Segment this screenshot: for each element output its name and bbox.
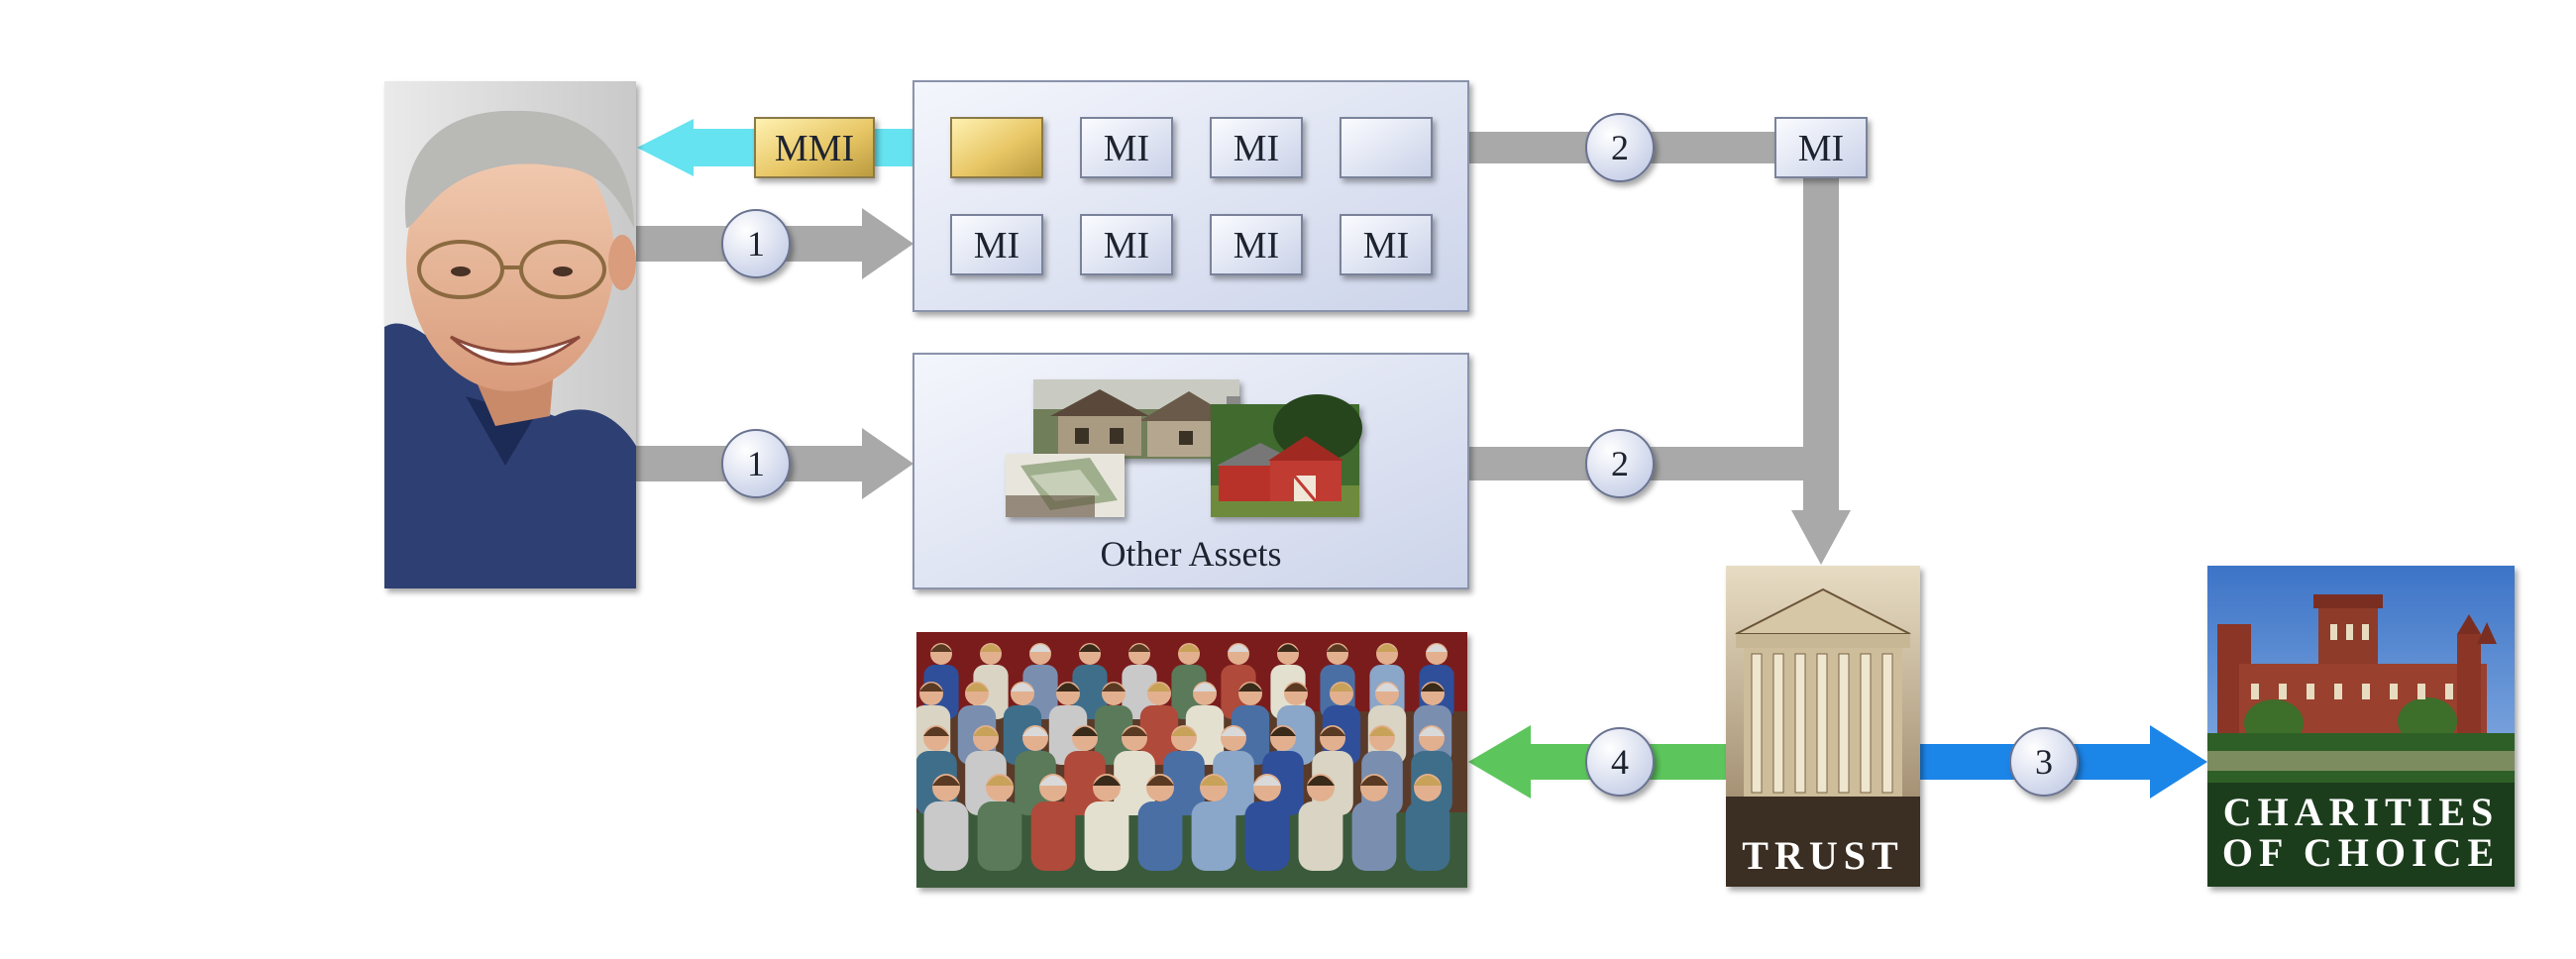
family-member — [1185, 682, 1225, 765]
svg-text:2: 2 — [1611, 444, 1629, 483]
family-member — [1094, 682, 1133, 765]
step-circle-4: 4 — [1585, 727, 1655, 797]
trust-column — [1881, 653, 1893, 794]
castle-window — [2307, 684, 2314, 699]
trust-label: TRUST — [1742, 833, 1903, 878]
svg-text:3: 3 — [2035, 742, 2053, 782]
family-member — [1114, 725, 1155, 815]
charities-label-line1: CHARITIES — [2223, 790, 2500, 834]
family-member — [923, 774, 969, 871]
family-member — [1122, 643, 1157, 719]
svg-text:MI: MI — [1363, 225, 1409, 266]
mi-token: MI — [1210, 214, 1303, 275]
family-member — [1084, 774, 1129, 871]
svg-text:2: 2 — [1611, 128, 1629, 167]
family-member — [1072, 643, 1108, 719]
family-member — [1139, 682, 1179, 765]
other-assets-label: Other Assets — [1101, 534, 1282, 574]
family-member — [1405, 774, 1450, 871]
svg-text:MI: MI — [1104, 128, 1149, 169]
step-circle-3: 3 — [2009, 727, 2079, 797]
svg-text:MI: MI — [1234, 128, 1279, 169]
castle-window — [2445, 684, 2453, 699]
family-member — [1351, 774, 1397, 871]
charities-picture — [2207, 566, 2515, 887]
family-member — [1048, 682, 1088, 765]
mmi-label: MMI — [775, 128, 854, 169]
castle-window — [2390, 684, 2398, 699]
trust-columns — [1751, 653, 1893, 794]
mmi-box: MMI — [754, 117, 875, 178]
svg-text:1: 1 — [747, 444, 765, 483]
charities-label-line2: OF CHOICE — [2222, 830, 2500, 875]
svg-text:MI: MI — [1234, 225, 1279, 266]
castle-window — [2330, 624, 2337, 640]
svg-text:MI: MI — [974, 225, 1020, 266]
castle-window — [2346, 624, 2353, 640]
money-picture — [1006, 454, 1125, 517]
svg-text:MI: MI — [1798, 128, 1844, 169]
trust-column — [1860, 653, 1872, 794]
trust-column — [1751, 653, 1763, 794]
mi-token: MI — [950, 214, 1043, 275]
family-member — [1137, 774, 1183, 871]
trust-column — [1794, 653, 1806, 794]
step-circle-2-top: 2 — [1585, 113, 1655, 182]
family-member — [977, 774, 1022, 871]
step-circle-1-bottom: 1 — [721, 429, 791, 498]
mi-token: MI — [1210, 117, 1303, 178]
person-picture — [384, 81, 636, 588]
svg-text:4: 4 — [1611, 742, 1629, 782]
svg-text:MI: MI — [1104, 225, 1149, 266]
family-member — [1244, 774, 1290, 871]
step-circle-1-top: 1 — [721, 209, 791, 278]
family-member — [1298, 774, 1343, 871]
trust-column — [1816, 653, 1828, 794]
family-member — [1064, 725, 1106, 815]
family-member — [1231, 682, 1270, 765]
castle-window — [2417, 684, 2425, 699]
mi-token-transferred: MI — [1774, 117, 1868, 178]
family-member — [1191, 774, 1236, 871]
family-people — [916, 643, 1454, 871]
trust-column — [1838, 653, 1850, 794]
castle-window — [2334, 684, 2342, 699]
castle-window — [2279, 684, 2287, 699]
house-picture — [1033, 379, 1240, 459]
arrow-2-down-to-trust — [1791, 178, 1851, 565]
family-member — [1030, 774, 1076, 871]
barn-picture — [1211, 394, 1362, 517]
castle-window — [2362, 624, 2369, 640]
mi-panel — [912, 80, 1469, 312]
family-member — [1213, 725, 1254, 815]
family-member — [1163, 725, 1205, 815]
castle-windows — [2251, 624, 2453, 699]
mi-token: MI — [1340, 214, 1433, 275]
svg-text:1: 1 — [747, 224, 765, 264]
mi-token: MI — [1080, 117, 1173, 178]
mi-token-empty — [1340, 117, 1433, 178]
trust-column — [1772, 653, 1784, 794]
gold-mi-token — [950, 117, 1043, 178]
castle-window — [2251, 684, 2259, 699]
castle-window — [2362, 684, 2370, 699]
step-circle-2-bottom: 2 — [1585, 429, 1655, 498]
mi-token: MI — [1080, 214, 1173, 275]
